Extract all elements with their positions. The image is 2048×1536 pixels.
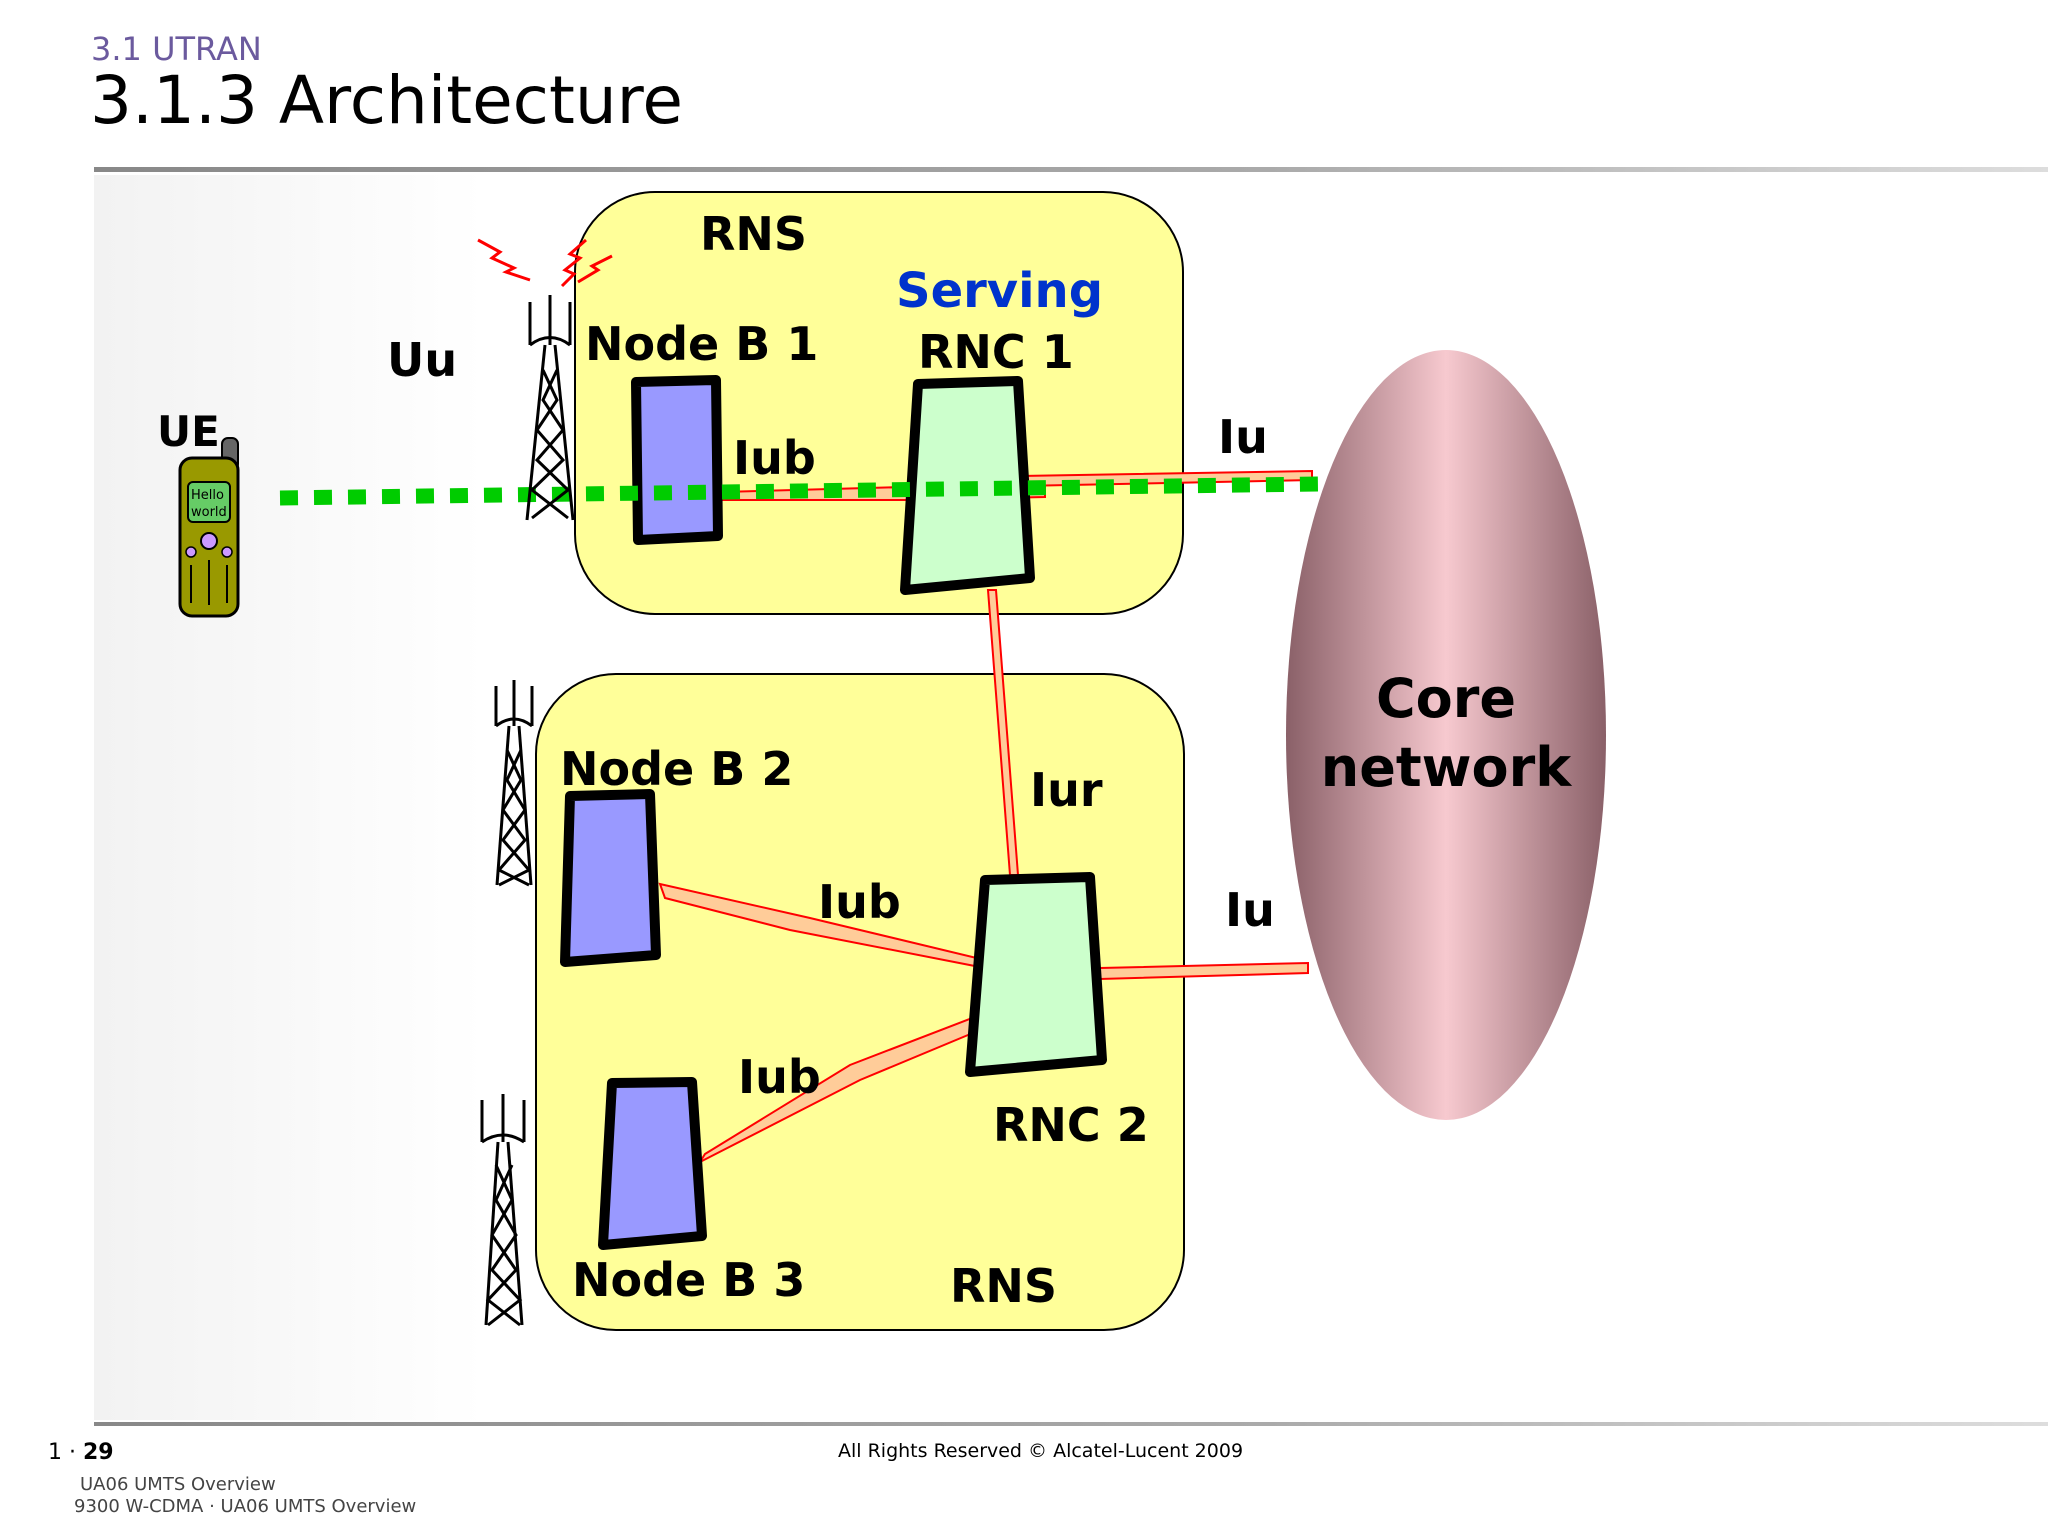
section-label: 3.1 UTRAN [91, 30, 262, 68]
core-network-ellipse [1286, 350, 1606, 1120]
phone-screen-text-1: Hello [191, 488, 224, 503]
course-name: UA06 UMTS Overview [80, 1474, 276, 1495]
page-title: 3.1.3 Architecture [90, 62, 683, 139]
iur-label: Iur [1030, 763, 1103, 817]
rns-bottom-label: RNS [950, 1259, 1057, 1313]
rnc2-box [965, 872, 1107, 1077]
page-number-value: 29 [82, 1440, 114, 1465]
mobile-phone-icon [178, 437, 240, 618]
uu-label: Uu [387, 333, 457, 387]
bottom-divider [94, 1422, 2048, 1426]
antenna-tower-icon [494, 680, 534, 887]
radio-path-dashed [279, 476, 1319, 506]
iu-top-label: Iu [1218, 410, 1268, 464]
nodeb2-label: Node B 2 [560, 742, 793, 796]
core-network-label-line2: network [1321, 736, 1572, 799]
nodeb3-box [598, 1077, 707, 1250]
iub-low-label: Iub [738, 1050, 821, 1104]
core-network-label-line1: Core [1376, 667, 1516, 730]
iu-bottom-label: Iu [1225, 883, 1275, 937]
iub-mid-label: Iub [818, 875, 901, 929]
iub-top-label: Iub [733, 431, 816, 485]
nodeb2-box [560, 789, 661, 967]
product-name: 9300 W-CDMA · UA06 UMTS Overview [74, 1496, 417, 1517]
page-prefix: 1 · [48, 1440, 83, 1465]
page-number: 1 · 29 [48, 1440, 114, 1465]
phone-screen-text-2: world [191, 505, 227, 520]
antenna-tower-icon [480, 1094, 526, 1327]
serving-label: Serving [896, 263, 1103, 319]
radio-signal-icon [477, 238, 531, 282]
ue-label: UE [157, 407, 220, 456]
antenna-tower-icon [525, 295, 575, 521]
nodeb1-label: Node B 1 [585, 317, 818, 371]
rns-top-label: RNS [700, 207, 807, 261]
rns-top-box [574, 191, 1184, 615]
radio-signal-icon [560, 238, 587, 288]
rnc2-label: RNC 2 [993, 1098, 1149, 1152]
radio-signal-icon [577, 254, 613, 284]
rnc1-label: RNC 1 [918, 325, 1074, 379]
top-divider [94, 167, 2048, 172]
nodeb1-box [631, 375, 723, 545]
nodeb3-label: Node B 3 [572, 1253, 805, 1307]
copyright-notice: All Rights Reserved © Alcatel-Lucent 200… [838, 1440, 1244, 1462]
